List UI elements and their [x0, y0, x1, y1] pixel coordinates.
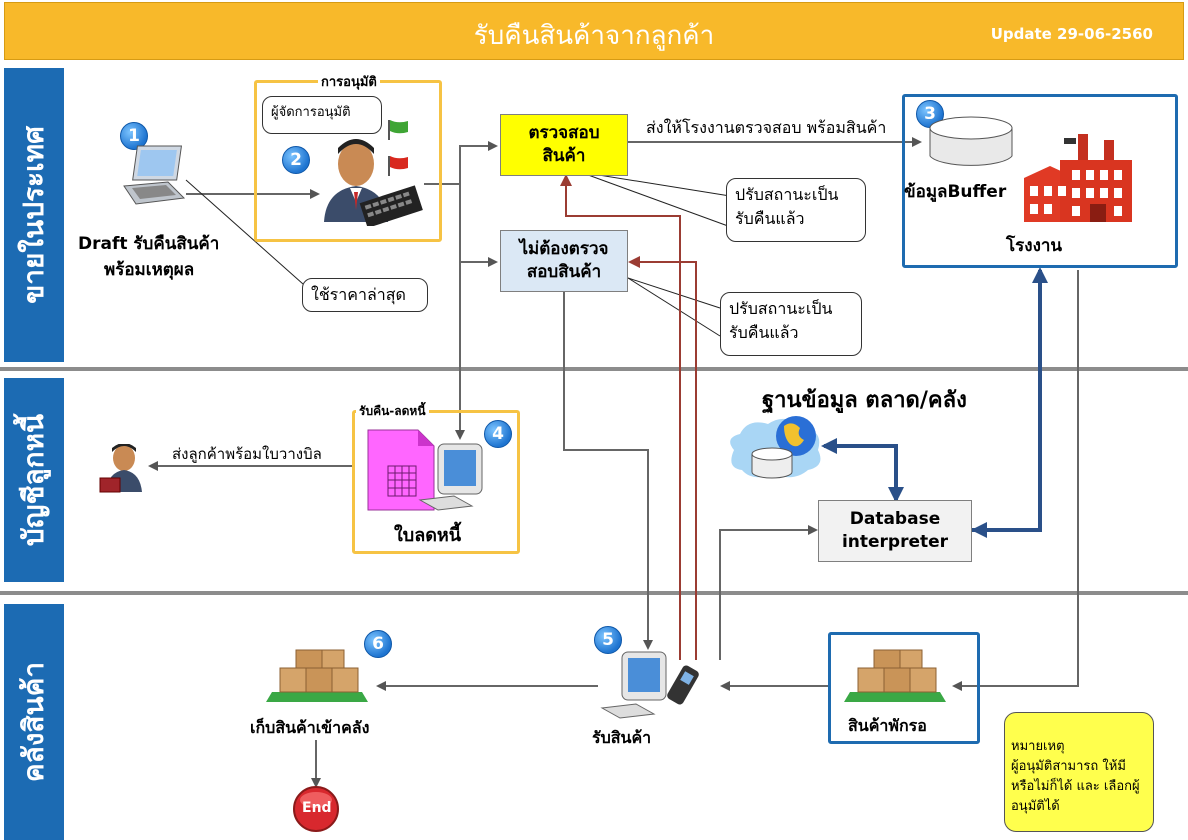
status-callout-1: ปรับสถานะเป็น รับคืนแล้ว: [726, 178, 866, 242]
barcode-scanner-icon: [667, 665, 699, 705]
holding-group: [828, 632, 980, 744]
credit-note-group: [352, 410, 520, 554]
status-callout-1-line1: ปรับสถานะเป็น: [735, 185, 839, 204]
end-label: End: [302, 800, 332, 816]
arrow-factory-to-holding: [952, 270, 1079, 691]
pallet-boxes-icon: [844, 649, 946, 702]
factory-label: โรงงาน: [1006, 236, 1063, 256]
credit-note-group-title: รับคืน-ลดหนี้: [356, 402, 429, 421]
arrow-scanner-to-interpreter: [719, 525, 818, 660]
page-title: รับคืนสินค้าจากลูกค้า: [473, 21, 715, 51]
draft-label-line2: พร้อมเหตุผล: [104, 260, 195, 280]
lane-sales: ขายในประเทศ: [4, 68, 64, 362]
note-body: ผู้อนุมัติสามารถ ให้มีหรือไม่ก็ได้ และ เ…: [1011, 759, 1140, 814]
note-title: หมายเหตุ: [1011, 739, 1065, 754]
pallet-boxes-icon: [266, 649, 368, 702]
status-callout-1-line2: รับคืนแล้ว: [735, 209, 805, 228]
buffer-label: ข้อมูลBuffer: [904, 182, 1007, 202]
customer-icon: [99, 444, 142, 493]
manager-bubble: ผู้จัดการอนุมัติ: [262, 96, 382, 134]
lane-warehouse: คลังสินค้า: [4, 604, 64, 840]
globe-icon: [730, 416, 821, 479]
check-product-box: ตรวจสอบ สินค้า: [500, 114, 628, 176]
no-check-line2: สอบสินค้า: [526, 262, 602, 282]
latest-price-callout: ใช้ราคาล่าสุด: [302, 278, 428, 312]
arrow-status-to-nocheck: [628, 256, 697, 660]
lane-divider: [0, 591, 1188, 595]
receive-label: รับสินค้า: [592, 728, 652, 747]
red-flag-icon: [388, 156, 408, 176]
update-date: Update 29-06-2560: [990, 25, 1153, 43]
status-callout-2-line1: ปรับสถานะเป็น: [729, 299, 833, 318]
manager-icon: [324, 139, 423, 226]
title-bar: รับคืนสินค้าจากลูกค้า Update 29-06-2560: [4, 2, 1184, 60]
lane-ar: บัญชีลูกหนี้: [4, 378, 64, 582]
approval-group-title: การอนุมัติ: [318, 71, 380, 92]
status-callout-2-line2: รับคืนแล้ว: [729, 323, 799, 342]
arrow-interpreter-factory: [972, 267, 1048, 532]
factory-group: [902, 94, 1178, 268]
step-4-badge: 4: [484, 420, 512, 448]
green-flag-icon: [388, 120, 408, 140]
desktop-icon: [418, 443, 483, 511]
interpreter-line2: interpreter: [841, 532, 949, 552]
laptop-icon: [123, 145, 186, 205]
holding-label: สินค้าพักรอ: [848, 716, 927, 735]
credit-note-label: ใบลดหนี้: [394, 525, 462, 546]
send-customer-label: ส่งลูกค้าพร้อมใบวางบิล: [172, 445, 322, 463]
step-6-badge: 6: [364, 630, 392, 658]
step-1-badge: 1: [120, 122, 148, 150]
arrow-to-check: [424, 141, 498, 185]
database-interpreter-box: Database interpreter: [818, 500, 972, 562]
step-5-badge: 5: [594, 626, 622, 654]
store-label: เก็บสินค้าเข้าคลัง: [250, 718, 370, 737]
document-icon: [367, 429, 435, 511]
arrow-status-to-check: [560, 174, 681, 660]
db-title: ฐานข้อมูล ตลาด/คลัง: [762, 388, 967, 413]
draft-label-line1: Draft รับคืนสินค้า: [78, 234, 220, 254]
database-disk-icon: [929, 116, 1013, 166]
send-factory-label: ส่งให้โรงงานตรวจสอบ พร้อมสินค้า: [646, 118, 887, 137]
desktop-icon: [600, 651, 667, 719]
no-check-line1: ไม่ต้องตรวจ: [519, 239, 609, 259]
note-box: หมายเหตุ ผู้อนุมัติสามารถ ให้มีหรือไม่ก็…: [1004, 712, 1154, 832]
lane-divider: [0, 367, 1188, 371]
step-2-badge: 2: [282, 146, 310, 174]
arrow-nocheck-to-receive: [563, 292, 653, 650]
no-check-box: ไม่ต้องตรวจ สอบสินค้า: [500, 230, 628, 292]
arrow-interpreter-to-db: [821, 438, 898, 470]
end-icon: [293, 786, 339, 832]
interpreter-line1: Database: [849, 509, 941, 529]
check-product-line2: สินค้า: [542, 146, 586, 166]
check-product-line1: ตรวจสอบ: [528, 123, 600, 143]
arrow-to-nocheck: [459, 184, 498, 267]
status-callout-2: ปรับสถานะเป็น รับคืนแล้ว: [720, 292, 862, 356]
factory-icon: [1024, 134, 1132, 222]
